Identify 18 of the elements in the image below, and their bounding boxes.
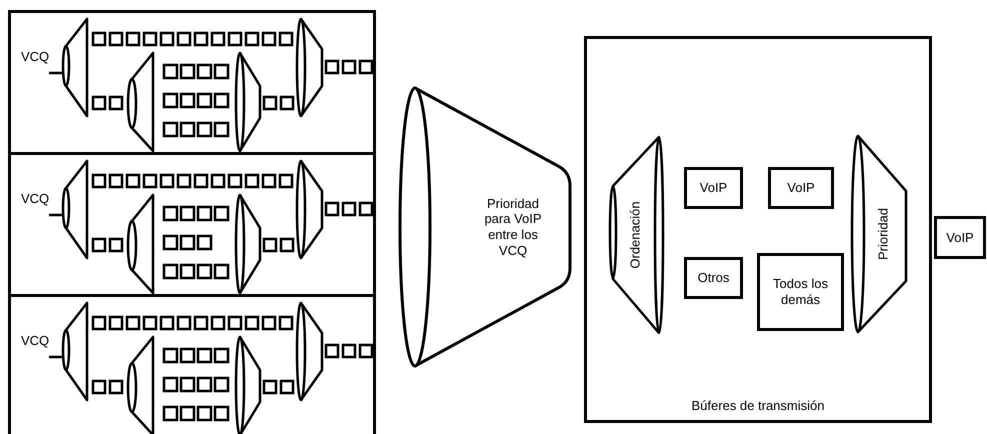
queue-label: VoIP	[787, 180, 815, 196]
funnel-label: Ordenación	[628, 201, 642, 269]
queue-box	[934, 216, 986, 259]
queue-label: Otros	[698, 270, 730, 286]
queue-label: VoIP	[946, 230, 974, 246]
vcq-label: VCQ	[21, 49, 50, 65]
queue-box	[684, 167, 743, 209]
queue-box	[684, 257, 743, 299]
vcq-label: VCQ	[21, 333, 50, 349]
queue-box	[757, 253, 844, 331]
vcq-label: VCQ	[21, 191, 50, 207]
queue-label: Todos los demás	[772, 276, 828, 308]
funnel-label: Prioridad para VoIP entre los VCQ	[483, 196, 543, 258]
queue-label: VoIP	[700, 180, 728, 196]
transmit-buffer-box	[584, 36, 932, 423]
funnel-label: Prioridad	[876, 208, 890, 260]
queue-box	[768, 167, 834, 209]
buffer-title: Búferes de transmisión	[690, 398, 826, 414]
